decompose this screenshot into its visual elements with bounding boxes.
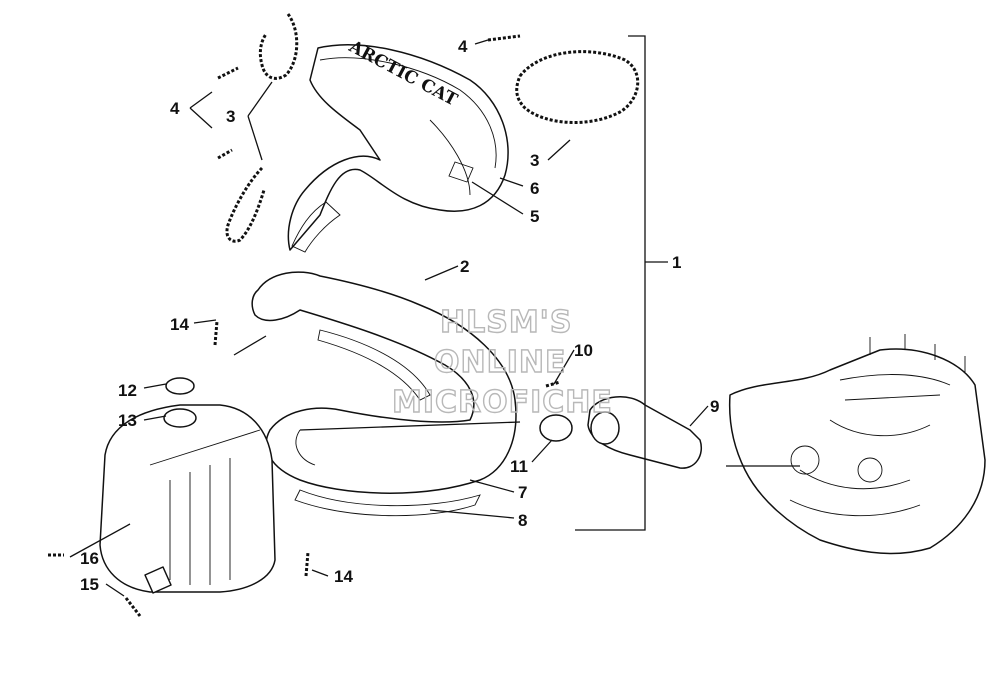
spring-14-upper — [213, 320, 219, 346]
watermark-line-3: MICROFICHE — [392, 385, 613, 420]
muffler — [99, 404, 276, 594]
assembly-bracket — [575, 35, 668, 531]
leader-lines — [69, 39, 800, 597]
callout-9: 9 — [710, 397, 719, 416]
callout-8: 8 — [518, 511, 527, 530]
engine — [728, 334, 986, 555]
spring-14-lower — [304, 551, 310, 577]
callout-16: 16 — [80, 549, 99, 568]
heat-shield: ARCTIC CAT — [287, 36, 509, 253]
callout-1: 1 — [672, 253, 681, 272]
callout-7: 7 — [518, 483, 527, 502]
callout-13: 13 — [118, 411, 137, 430]
callout-14-lower: 14 — [334, 567, 353, 586]
spring-15 — [124, 597, 142, 617]
callout-2: 2 — [460, 257, 469, 276]
callout-4-top: 4 — [458, 37, 468, 56]
callout-15: 15 — [80, 575, 99, 594]
watermark-line-1: HLSM'S — [440, 305, 572, 340]
gasket-12 — [165, 377, 195, 395]
callout-6: 6 — [530, 179, 539, 198]
watermark-line-2: ONLINE — [434, 345, 567, 380]
callout-12: 12 — [118, 381, 137, 400]
callout-5: 5 — [530, 207, 539, 226]
spring-10 — [545, 380, 561, 388]
callout-10: 10 — [574, 341, 593, 360]
callout-11: 11 — [510, 457, 528, 476]
callout-4-left: 4 — [170, 99, 180, 118]
callout-14-upper: 14 — [170, 315, 189, 334]
callout-3-right: 3 — [530, 151, 539, 170]
callout-3-left: 3 — [226, 107, 235, 126]
seal-ring-11 — [539, 414, 573, 442]
springs-4 — [217, 34, 521, 160]
chain-bands — [225, 13, 640, 243]
